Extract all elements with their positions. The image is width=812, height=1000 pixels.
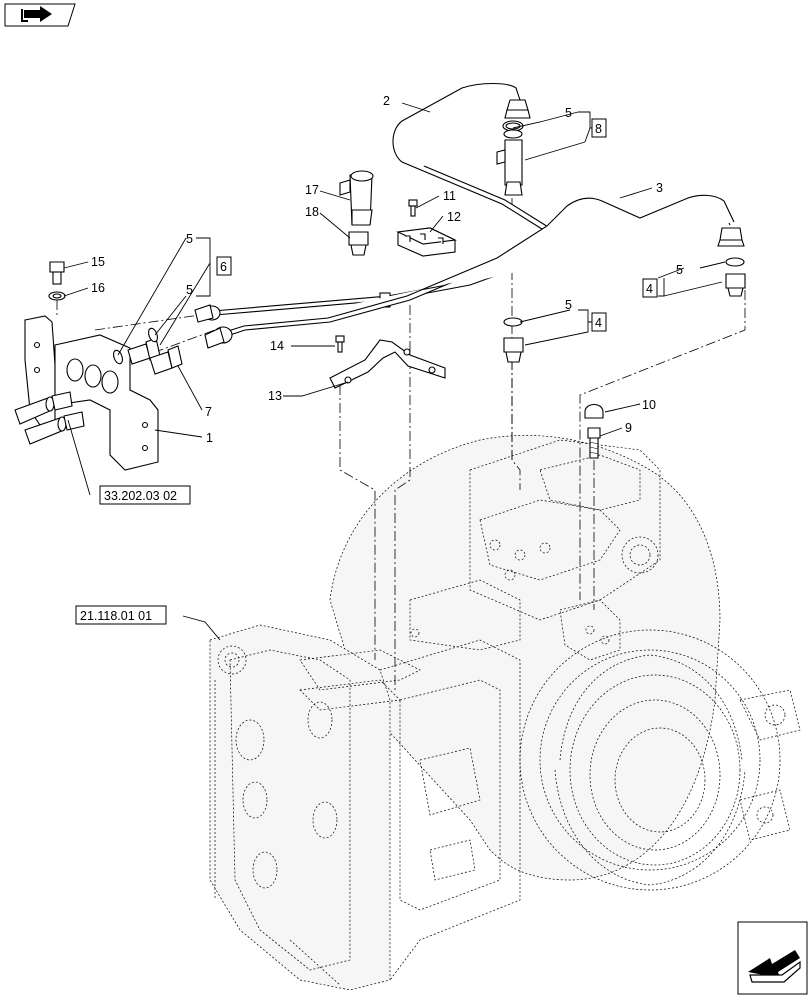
callout-12: 12	[447, 210, 461, 224]
reference-box-bracket[interactable]: 33.202.03 02	[99, 485, 191, 505]
pipe-2[interactable]	[194, 82, 557, 323]
callout-5c: 5	[186, 283, 193, 297]
adapter-6[interactable]	[127, 337, 161, 365]
plug-9[interactable]	[587, 427, 601, 459]
clamp-12[interactable]	[396, 227, 457, 257]
washer-16[interactable]	[48, 291, 66, 301]
svg-text:33.202.03 02: 33.202.03 02	[104, 489, 177, 503]
next-page-arrow-icon[interactable]	[737, 921, 808, 995]
svg-text:8: 8	[595, 122, 602, 136]
callout-10: 10	[642, 398, 656, 412]
leader-lines	[63, 102, 726, 641]
transmission-housing	[209, 435, 801, 991]
boxed-callout-8: 8	[591, 118, 607, 138]
adapter-18[interactable]	[348, 231, 369, 256]
boxed-callout-6: 6	[216, 256, 232, 276]
callout-labels: 2 3 5 17 18 11 12 15 16 5 5 5 5 14 13 7 …	[91, 94, 683, 445]
adapter-4-right[interactable]	[725, 273, 746, 297]
callout-5e: 5	[676, 263, 683, 277]
pipe-3[interactable]	[204, 194, 745, 349]
adapter-4-center[interactable]	[503, 337, 524, 363]
svg-text:6: 6	[220, 260, 227, 274]
hose-stubs	[14, 391, 85, 445]
o-ring-5-left-1[interactable]	[112, 349, 124, 365]
adapter-7[interactable]	[149, 345, 183, 375]
callout-5b: 5	[186, 232, 193, 246]
o-ring-5-right-2[interactable]	[725, 257, 745, 267]
callout-5a: 5	[565, 106, 572, 120]
support-bracket-1[interactable]	[24, 315, 159, 471]
bracket-13[interactable]	[329, 339, 446, 389]
callout-17: 17	[305, 183, 319, 197]
screw-11[interactable]	[408, 199, 418, 217]
callout-2: 2	[383, 94, 390, 108]
tee-fitting-17[interactable]	[339, 170, 374, 226]
callout-11: 11	[443, 189, 456, 203]
o-ring-5-right-1[interactable]	[503, 317, 523, 327]
callout-7: 7	[205, 405, 212, 419]
boxed-callout-4-center: 4	[591, 312, 607, 332]
svg-text:21.118.01 01: 21.118.01 01	[80, 609, 152, 623]
bolt-15[interactable]	[49, 261, 65, 285]
callout-13: 13	[268, 389, 282, 403]
callout-16: 16	[91, 281, 105, 295]
svg-text:4: 4	[595, 316, 602, 330]
callout-3: 3	[656, 181, 663, 195]
callout-1: 1	[206, 431, 213, 445]
callout-5d: 5	[565, 298, 572, 312]
o-ring-5-left-2[interactable]	[147, 327, 159, 343]
o-ring-5-top[interactable]	[503, 129, 523, 139]
callout-9: 9	[625, 421, 632, 435]
assembly-centerlines	[56, 180, 746, 690]
screw-14[interactable]	[335, 335, 345, 353]
boxed-callout-4-right: 4	[642, 278, 658, 298]
callout-18: 18	[305, 205, 319, 219]
callout-14: 14	[270, 339, 284, 353]
book-arrow-icon[interactable]	[4, 3, 76, 27]
cap-10[interactable]	[584, 403, 604, 419]
callout-15: 15	[91, 255, 105, 269]
reference-box-housing[interactable]: 21.118.01 01	[75, 605, 167, 625]
svg-text:4: 4	[646, 282, 653, 296]
